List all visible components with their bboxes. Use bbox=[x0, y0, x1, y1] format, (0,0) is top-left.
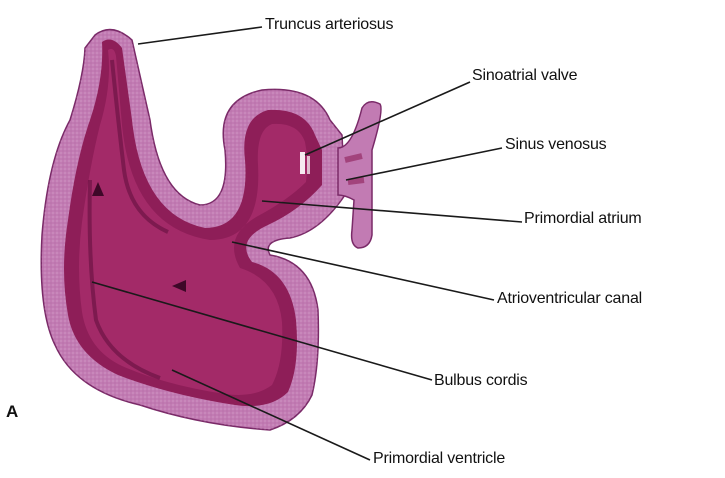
label-atrioventricular-canal: Atrioventricular canal bbox=[497, 290, 642, 307]
leader-bulbus-cordis bbox=[91, 281, 433, 381]
leader-sinoatrial-valve bbox=[304, 81, 471, 156]
label-sinus-venosus: Sinus venosus bbox=[505, 136, 607, 153]
leader-primordial-ventricle bbox=[171, 369, 371, 461]
sinoatrial-valve-marker bbox=[300, 152, 305, 174]
leader-truncus-arteriosus bbox=[137, 26, 263, 45]
flow-arrow-upper bbox=[92, 182, 104, 196]
leader-lines bbox=[91, 26, 523, 461]
flow-arrow-lower bbox=[172, 280, 186, 292]
panel-letter: A bbox=[6, 402, 19, 421]
leader-atrioventricular-canal bbox=[231, 241, 495, 301]
label-primordial-ventricle: Primordial ventricle bbox=[373, 450, 506, 467]
label-primordial-atrium: Primordial atrium bbox=[524, 210, 642, 227]
label-sinoatrial-valve: Sinoatrial valve bbox=[472, 67, 578, 84]
leader-primordial-atrium bbox=[261, 200, 523, 223]
sinus-venosus-tube bbox=[337, 101, 382, 249]
label-truncus-arteriosus: Truncus arteriosus bbox=[265, 16, 394, 33]
heart-lumen bbox=[79, 48, 308, 395]
label-bulbus-cordis: Bulbus cordis bbox=[434, 372, 528, 389]
leader-sinus-venosus bbox=[345, 147, 503, 181]
